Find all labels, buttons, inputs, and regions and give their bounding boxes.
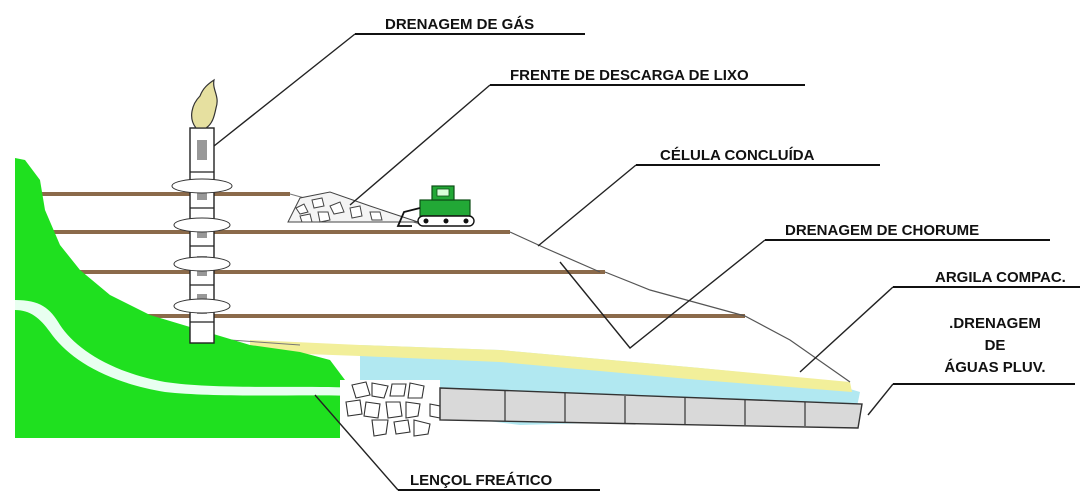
label-stormwater-drainage-line1: .DRENAGEM (949, 315, 1041, 332)
label-waste-discharge-front: FRENTE DE DESCARGA DE LIXO (510, 67, 749, 84)
bulldozer-icon (396, 185, 475, 227)
compacted-clay-liner (250, 340, 852, 392)
label-stormwater-drainage-line3: ÁGUAS PLUV. (944, 359, 1045, 376)
drain-pipe (439, 387, 863, 429)
flame-icon (191, 78, 218, 129)
waste-layers (40, 192, 745, 318)
label-leachate-drainage: DRENAGEM DE CHORUME (785, 222, 979, 239)
gas-drain-column (171, 127, 233, 344)
label-compacted-clay: ARGILA COMPAC. (935, 269, 1066, 286)
gravel-fill (340, 380, 441, 440)
waste-pile (287, 191, 419, 223)
label-stormwater-drainage-line2: DE (985, 337, 1006, 354)
label-gas-drainage: DRENAGEM DE GÁS (385, 16, 534, 33)
leader-lines (213, 33, 1080, 491)
water-table-band (15, 300, 360, 396)
label-water-table: LENÇOL FREÁTICO (410, 472, 553, 489)
cell-slope-outline (509, 231, 851, 383)
label-completed-cell: CÉLULA CONCLUÍDA (660, 147, 815, 164)
